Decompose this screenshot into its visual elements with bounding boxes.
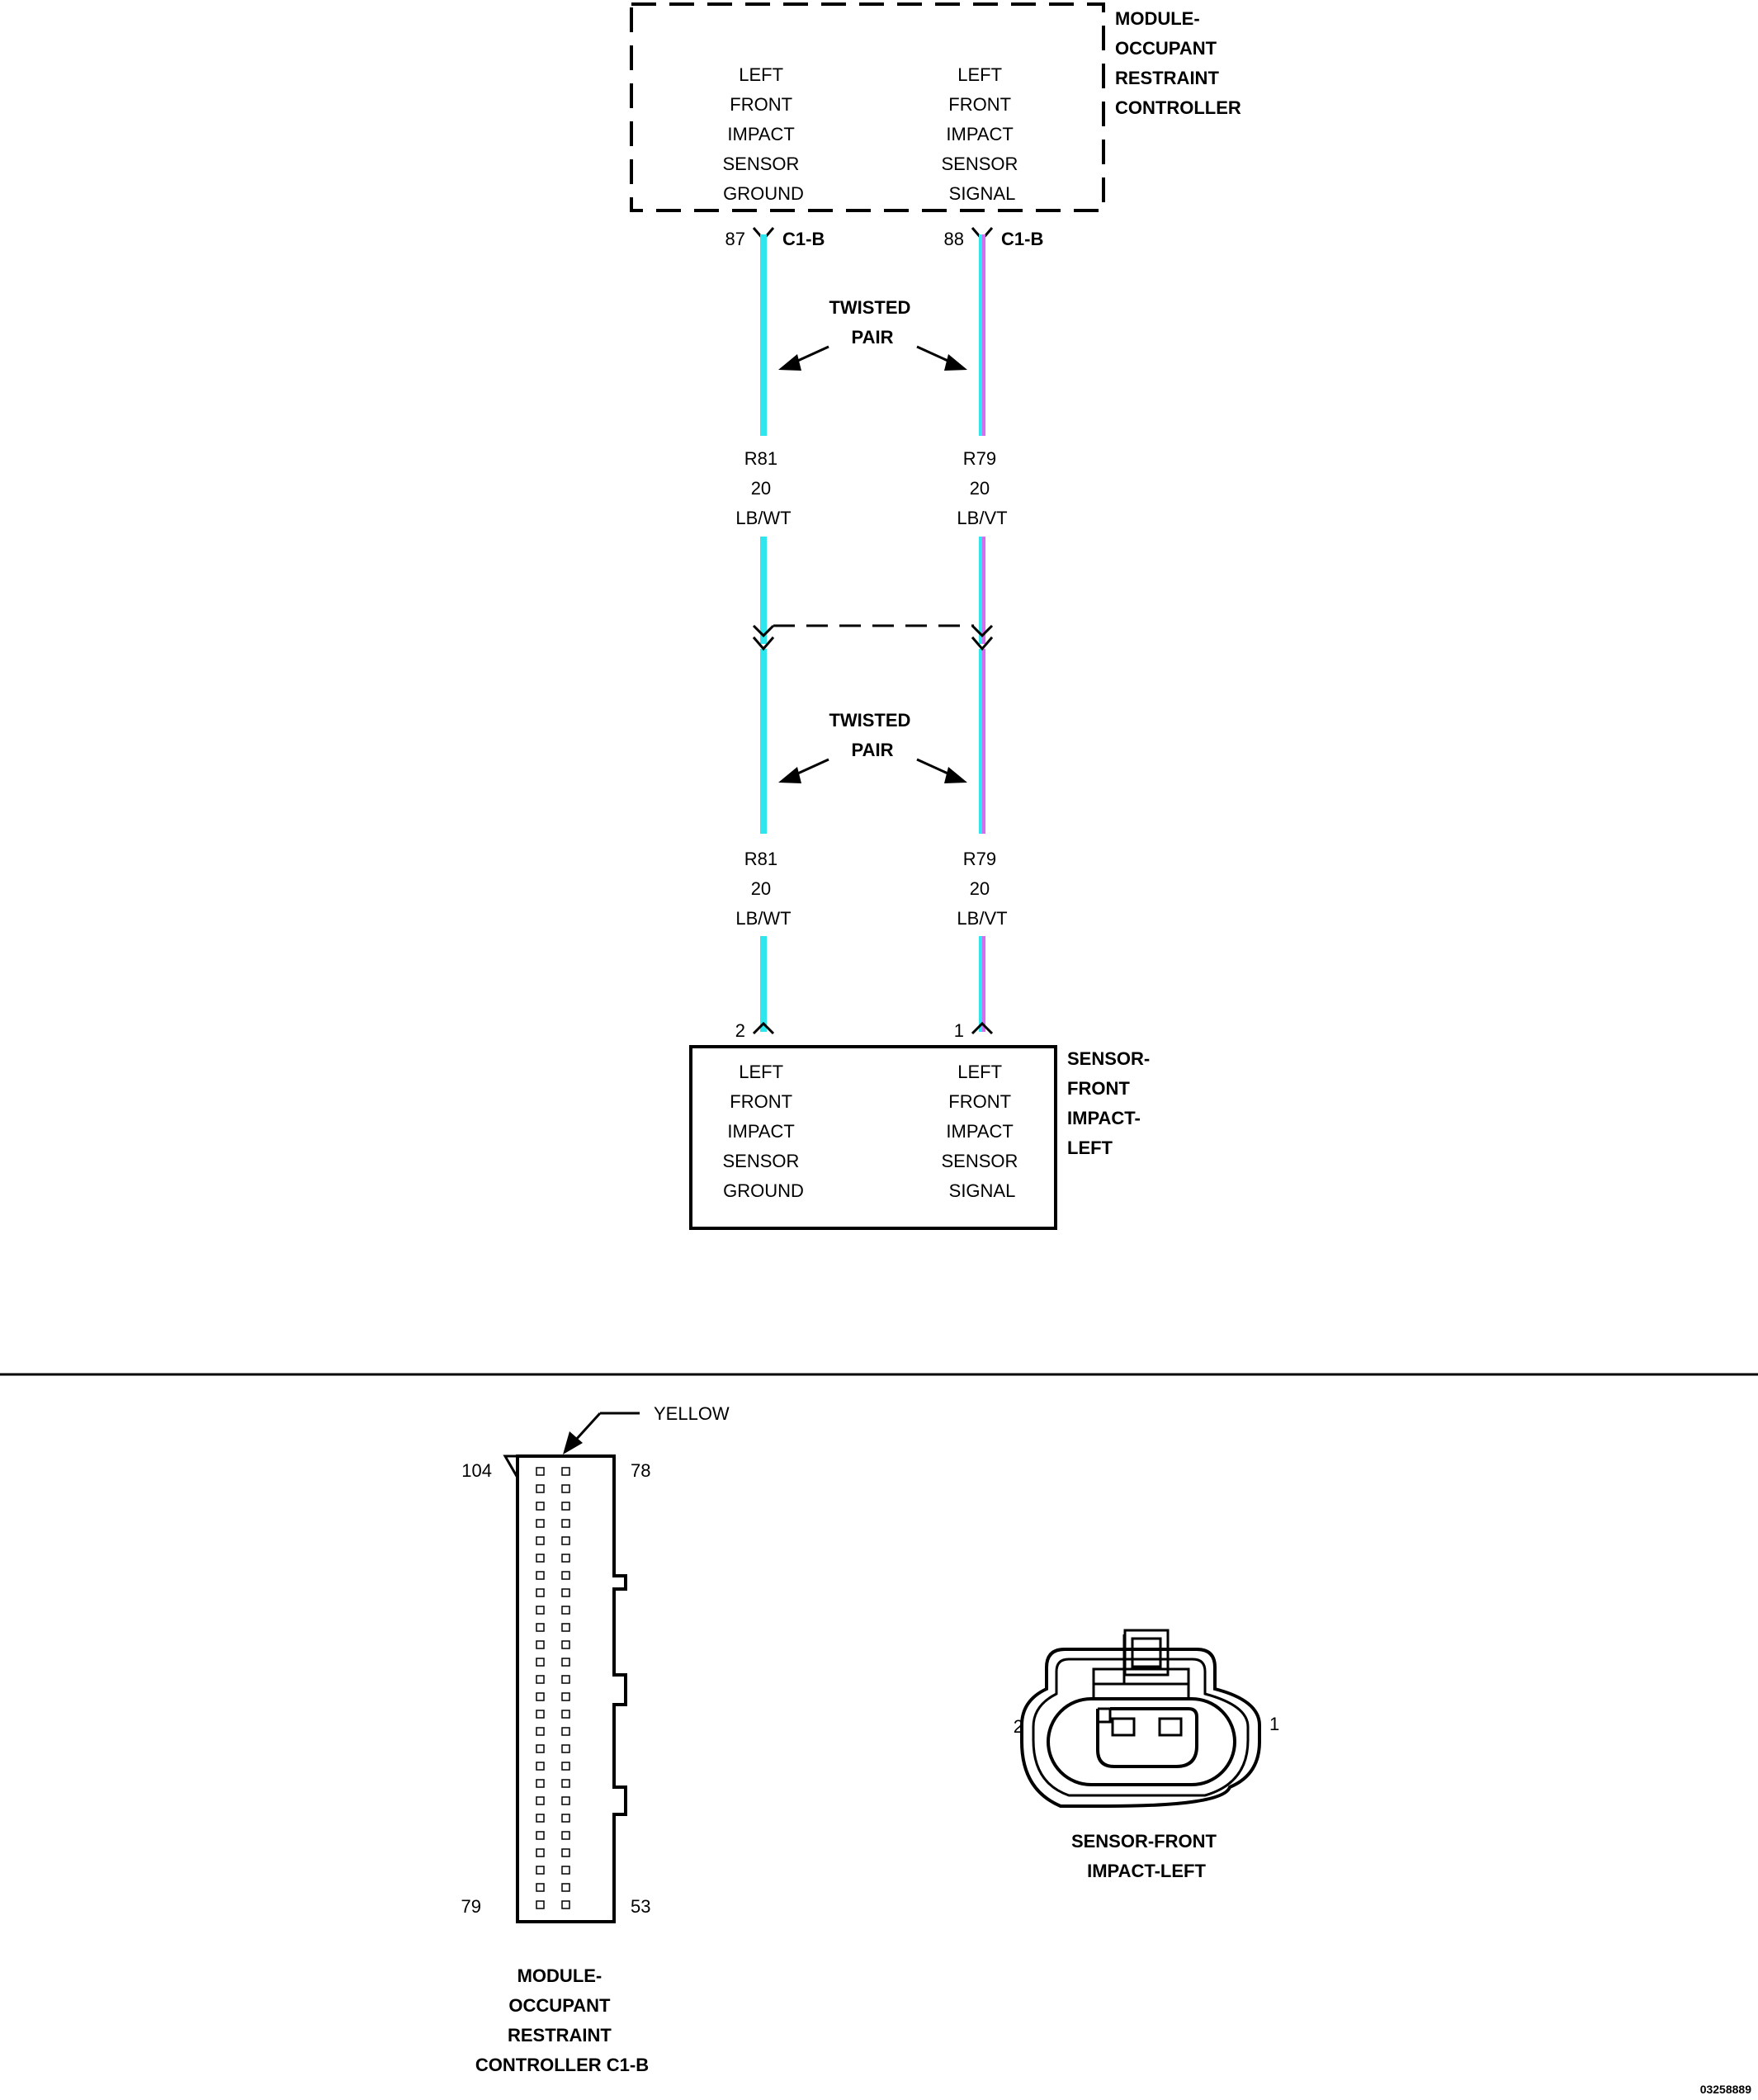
connector-c1b-cavity	[561, 1744, 570, 1753]
connector-c1b-cavity	[536, 1779, 545, 1788]
connector-c1b-cavity	[561, 1606, 570, 1615]
module-pin-signal-connector: C1-B	[1001, 229, 1043, 249]
module-ground-label: LEFT FRONT IMPACT SENSOR GROUND	[722, 64, 804, 204]
connector-c1b-cavity	[561, 1692, 570, 1701]
wire-r81-label-upper: R81 20 LB/WT	[735, 448, 791, 528]
connector-c1b-pin-78: 78	[631, 1460, 650, 1481]
connector-c1b-cavity	[536, 1467, 545, 1476]
sensor-pin-ground-marker	[752, 1021, 775, 1035]
wire-r81	[760, 234, 767, 1032]
svg-text:TWISTED PAIR: TWISTED PAIR	[829, 297, 915, 348]
module-pin-ground-number: 87	[725, 229, 745, 249]
connector-c1b-cavity	[561, 1848, 570, 1857]
connector-c1b-title: MODULE- OCCUPANT RESTRAINT CONTROLLER C1…	[475, 1965, 649, 2075]
connector-c1b-pin-104: 104	[461, 1460, 492, 1481]
connector-c1b-cavity	[536, 1658, 545, 1667]
connector-c1b-cavity	[536, 1675, 545, 1684]
connector-c1b-cavity	[536, 1814, 545, 1823]
wire-r79-label-lower: R79 20 LB/VT	[957, 849, 1007, 929]
connector-c1b-cavity	[561, 1710, 570, 1719]
connector-c1b-cavity	[536, 1831, 545, 1840]
connector-c1b-cavity	[561, 1883, 570, 1892]
sensor-pin-signal-number: 1	[954, 1020, 964, 1041]
connector-c1b-cavity	[561, 1554, 570, 1563]
connector-c1b-cavity	[536, 1519, 545, 1528]
sensor-box	[689, 1045, 1057, 1230]
connector-c1b-cavity	[561, 1727, 570, 1736]
connector-c1b-cavity	[536, 1796, 545, 1805]
connector-c1b-cavity	[536, 1588, 545, 1597]
connector-c1b-cavity	[536, 1484, 545, 1493]
connector-c1b-cavity	[536, 1744, 545, 1753]
sensor-pin-signal-marker	[971, 1021, 994, 1035]
connector-c1b-cavity	[536, 1571, 545, 1580]
connector-c1b-cavity	[561, 1623, 570, 1632]
connector-c1b-cavity	[561, 1536, 570, 1545]
connector-sensor-pin-1: 1	[1269, 1714, 1279, 1734]
connector-c1b-cavity	[561, 1675, 570, 1684]
connector-c1b-face	[503, 1454, 627, 1923]
connector-c1b-cavity	[561, 1640, 570, 1649]
connector-c1b-pin-53: 53	[631, 1896, 650, 1917]
twisted-pair-lower: TWISTED PAIR	[778, 710, 967, 783]
connector-c1b-pins	[536, 1467, 570, 1909]
inline-connector	[752, 624, 994, 651]
connector-c1b-cavity	[536, 1900, 545, 1909]
connector-c1b-cavity	[561, 1814, 570, 1823]
connector-c1b-cavity	[561, 1571, 570, 1580]
connector-sensor-face	[1020, 1629, 1261, 1808]
wire-r79-label-upper: R79 20 LB/VT	[957, 448, 1007, 528]
connector-c1b-cavity	[561, 1900, 570, 1909]
connector-c1b-cavity	[561, 1762, 570, 1771]
connector-c1b-cavity	[536, 1554, 545, 1563]
connector-sensor-title: SENSOR-FRONT IMPACT-LEFT	[1071, 1831, 1222, 1881]
connector-c1b-pin-79: 79	[461, 1896, 481, 1917]
module-box	[630, 2, 1105, 212]
connector-c1b-cavity	[561, 1502, 570, 1511]
sensor-pin-ground-number: 2	[735, 1020, 745, 1041]
module-signal-label: LEFT FRONT IMPACT SENSOR SIGNAL	[941, 64, 1023, 204]
connector-c1b-cavity	[536, 1692, 545, 1701]
connector-c1b-cavity	[536, 1866, 545, 1875]
twisted-pair-upper: TWISTED PAIR	[778, 297, 967, 371]
connector-c1b-cavity	[561, 1831, 570, 1840]
sensor-signal-label: LEFT FRONT IMPACT SENSOR SIGNAL	[941, 1062, 1023, 1201]
connector-sensor-pin-2: 2	[1014, 1716, 1023, 1737]
connector-c1b-color-pointer	[563, 1412, 640, 1454]
module-title: MODULE- OCCUPANT RESTRAINT CONTROLLER	[1115, 8, 1241, 118]
connector-c1b-color-label: YELLOW	[654, 1403, 730, 1424]
connector-c1b-cavity	[536, 1640, 545, 1649]
connector-c1b-cavity	[536, 1883, 545, 1892]
figure-id: 03258889	[1700, 2083, 1752, 2096]
connector-c1b-cavity	[536, 1606, 545, 1615]
sensor-ground-label: LEFT FRONT IMPACT SENSOR GROUND	[722, 1062, 804, 1201]
connector-c1b-cavity	[536, 1848, 545, 1857]
connector-c1b-cavity	[561, 1467, 570, 1476]
connector-c1b-cavity	[561, 1866, 570, 1875]
connector-c1b-cavity	[536, 1536, 545, 1545]
module-pin-signal-number: 88	[944, 229, 964, 249]
connector-c1b-cavity	[561, 1779, 570, 1788]
connector-c1b-cavity	[536, 1727, 545, 1736]
connector-c1b-cavity	[561, 1519, 570, 1528]
connector-c1b-cavity	[561, 1588, 570, 1597]
connector-c1b-cavity	[536, 1623, 545, 1632]
connector-c1b-cavity	[536, 1502, 545, 1511]
sensor-title: SENSOR- FRONT IMPACT- LEFT	[1067, 1048, 1155, 1158]
connector-c1b-cavity	[561, 1484, 570, 1493]
wire-r79	[979, 234, 985, 1032]
connector-c1b-cavity	[561, 1658, 570, 1667]
wire-r81-label-lower: R81 20 LB/WT	[735, 849, 791, 929]
connector-c1b-cavity	[561, 1796, 570, 1805]
module-pin-ground-connector: C1-B	[782, 229, 825, 249]
svg-text:TWISTED PAIR: TWISTED PAIR	[829, 710, 915, 760]
connector-c1b-cavity	[536, 1762, 545, 1771]
connector-c1b-cavity	[536, 1710, 545, 1719]
